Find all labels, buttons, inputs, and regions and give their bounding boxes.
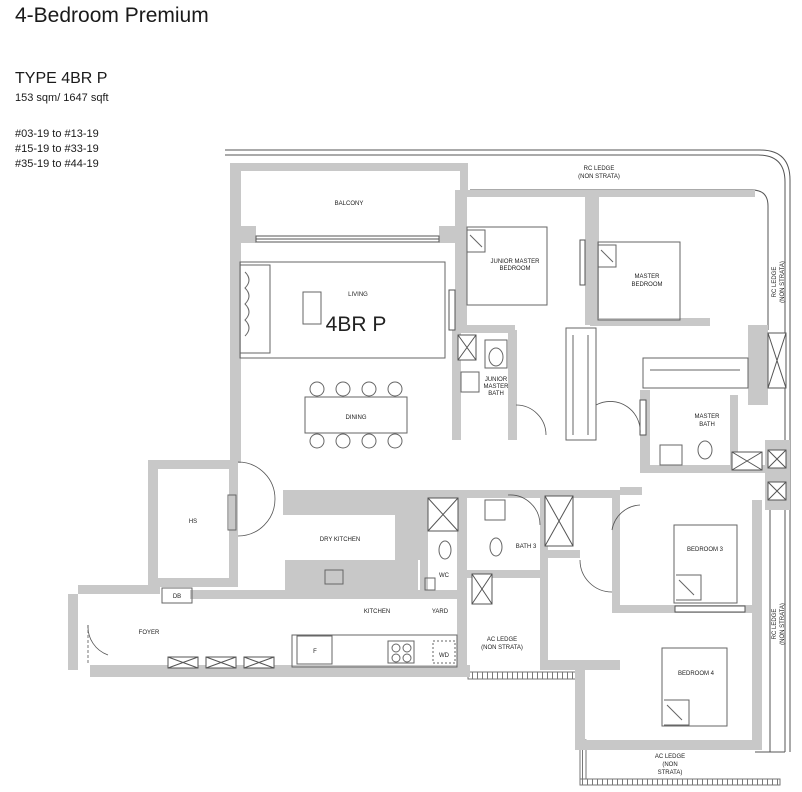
- label-fridge: F: [313, 649, 317, 655]
- label-yard: YARD: [432, 609, 449, 615]
- label-ac-ledge-bottom: STRATA): [658, 770, 683, 776]
- label-rc-ledge-side: RC LEDGE: [772, 267, 778, 298]
- service-shafts: [167, 332, 787, 669]
- unit-range: #03-19 to #13-19: [15, 128, 99, 140]
- ledge-railing: [467, 671, 577, 680]
- side-ledge-labels: RC LEDGE (NON STRATA) RC LEDGE (NON STRA…: [772, 261, 786, 645]
- windows: [255, 235, 746, 613]
- unit-list: #03-19 to #13-19 #15-19 to #33-19 #35-19…: [15, 127, 99, 172]
- label-ac-ledge-bottom: AC LEDGE: [655, 754, 685, 760]
- label-master-bath: BATH: [699, 422, 715, 428]
- label-rc-ledge-side: (NON STRATA): [780, 261, 786, 303]
- ledge-outlines: [225, 149, 791, 753]
- label-junior-master-bedroom: JUNIOR MASTER: [490, 259, 540, 265]
- unit-range: #35-19 to #44-19: [15, 158, 99, 170]
- label-wc: WC: [439, 573, 450, 579]
- label-junior-master-bath: MASTER: [483, 384, 509, 390]
- label-rc-ledge-side: RC LEDGE: [772, 609, 778, 640]
- label-bath3: BATH 3: [516, 544, 537, 550]
- label-dry-kitchen: DRY KITCHEN: [320, 537, 360, 543]
- label-balcony: BALCONY: [335, 201, 364, 207]
- unit-type: TYPE 4BR P: [15, 70, 108, 87]
- label-rc-ledge: RC LEDGE: [584, 166, 615, 172]
- label-junior-master-bath: JUNIOR: [485, 377, 508, 383]
- doors: [87, 401, 641, 665]
- label-db: DB: [173, 594, 181, 600]
- label-foyer: FOYER: [139, 630, 160, 636]
- label-dining: DINING: [346, 415, 367, 421]
- label-junior-master-bath: BATH: [488, 391, 504, 397]
- room-labels: BALCONY LIVING 4BR P DINING HS DRY KITCH…: [139, 166, 724, 776]
- walls: [68, 163, 790, 750]
- label-bedroom4: BEDROOM 4: [678, 671, 715, 677]
- label-living: LIVING: [348, 292, 368, 298]
- unit-range: #15-19 to #33-19: [15, 143, 99, 155]
- unit-type-watermark: 4BR P: [326, 313, 387, 336]
- label-kitchen: KITCHEN: [364, 609, 390, 615]
- label-ac-ledge: (NON STRATA): [481, 645, 523, 651]
- furniture: [161, 226, 749, 727]
- label-master-bedroom: MASTER: [634, 274, 660, 280]
- ledge-railing: [579, 778, 781, 786]
- label-junior-master-bedroom: BEDROOM: [499, 266, 530, 272]
- plan-title: 4-Bedroom Premium: [15, 4, 209, 27]
- label-rc-ledge-side: (NON STRATA): [780, 603, 786, 645]
- label-wd: WD: [439, 653, 450, 659]
- label-bedroom3: BEDROOM 3: [687, 547, 724, 553]
- label-ac-ledge: AC LEDGE: [487, 637, 517, 643]
- label-master-bath: MASTER: [694, 414, 720, 420]
- unit-area: 153 sqm/ 1647 sqft: [15, 92, 109, 104]
- label-hs: HS: [189, 519, 197, 525]
- label-master-bedroom: BEDROOM: [631, 282, 662, 288]
- label-rc-ledge: (NON STRATA): [578, 174, 620, 180]
- label-ac-ledge-bottom: (NON: [662, 762, 677, 768]
